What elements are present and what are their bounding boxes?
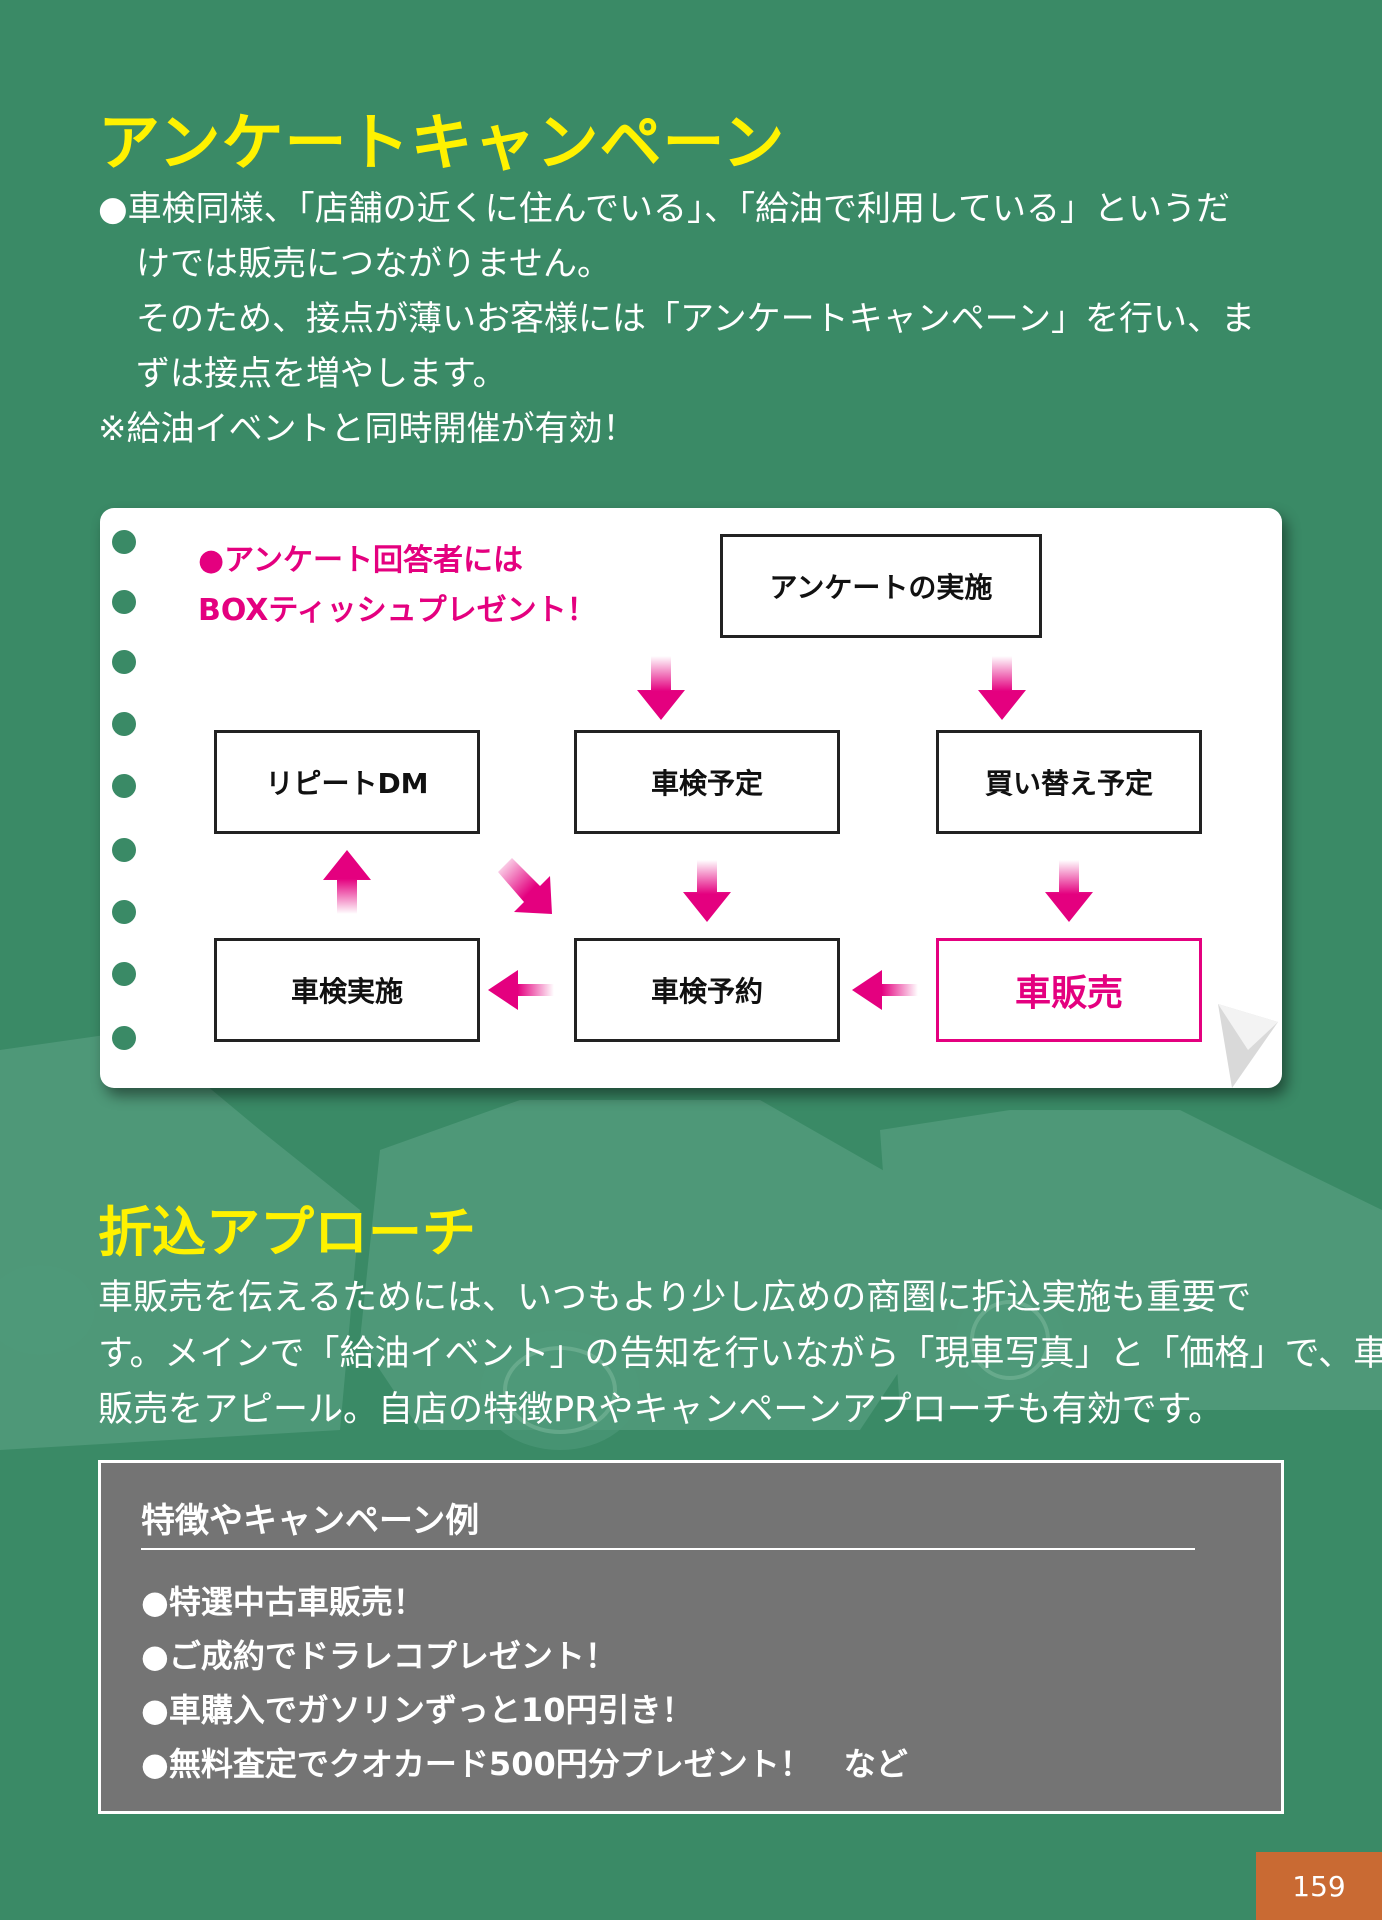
survey-campaign-description: ●車検同様、「店舗の近くに住んでいる」、「給油で利用している」というだ けでは販… xyxy=(98,182,1298,457)
flow-diagram-card: ●アンケート回答者には BOXティッシュプレゼント！ アンケートの実施 リピート… xyxy=(100,508,1282,1088)
section-title-flyer-approach: 折込アプローチ xyxy=(98,1201,476,1264)
campaign-examples-box: 特徴やキャンペーン例 ●特選中古車販売！ ●ご成約でドラレコプレゼント！ ●車購… xyxy=(98,1460,1284,1814)
description-line: ずは接点を増やします。 xyxy=(136,354,507,394)
promo-line: ●アンケート回答者には xyxy=(198,543,523,578)
examples-title: 特徴やキャンペーン例 xyxy=(141,1493,1195,1550)
notebook-holes xyxy=(112,530,136,1050)
arrow-diagonal-icon xyxy=(498,858,552,914)
description-note: ※給油イベントと同時開催が有効！ xyxy=(98,409,637,449)
description-line: 販売をアピール。自店の特徴PRやキャンペーンアプローチも有効です。 xyxy=(98,1390,1224,1430)
arrow-up-icon xyxy=(323,850,371,914)
flow-box-car-sales: 車販売 xyxy=(936,938,1202,1042)
description-line: 車販売を伝えるためには、いつもより少し広めの商圏に折込実施も重要で xyxy=(98,1278,1252,1318)
flyer-approach-description: 車販売を伝えるためには、いつもより少し広めの商圏に折込実施も重要で す。メインで… xyxy=(98,1270,1382,1438)
flow-box-repeat-dm: リピートDM xyxy=(214,730,480,834)
arrow-down-icon xyxy=(1045,860,1093,922)
page-number: 159 xyxy=(1256,1852,1382,1920)
arrow-left-icon xyxy=(852,970,918,1010)
arrow-down-icon xyxy=(683,860,731,922)
examples-list: ●特選中古車販売！ ●ご成約でドラレコプレゼント！ ●車購入でガソリンずっと10… xyxy=(141,1575,908,1791)
flow-box-inspection-plan: 車検予定 xyxy=(574,730,840,834)
flow-box-survey: アンケートの実施 xyxy=(720,534,1042,638)
flow-box-inspection-done: 車検実施 xyxy=(214,938,480,1042)
promo-text: ●アンケート回答者には BOXティッシュプレゼント！ xyxy=(198,536,597,636)
car-photo-background xyxy=(0,1030,1382,1450)
list-item: ●ご成約でドラレコプレゼント！ xyxy=(141,1637,617,1675)
flow-box-replacement-plan: 買い替え予定 xyxy=(936,730,1202,834)
description-line: す。メインで「給油イベント」の告知を行いながら「現車写真」と「価格」で、車 xyxy=(98,1334,1382,1374)
description-line: ●車検同様、「店舗の近くに住んでいる」、「給油で利用している」というだ xyxy=(98,189,1230,229)
arrow-down-icon xyxy=(978,656,1026,720)
description-line: けでは販売につながりません。 xyxy=(136,244,611,284)
list-item: ●車購入でガソリンずっと10円引き！ xyxy=(141,1691,694,1729)
promo-line: BOXティッシュプレゼント！ xyxy=(198,593,597,628)
arrow-down-icon xyxy=(637,656,685,720)
page-curl-corner xyxy=(1218,1004,1278,1088)
flow-arrows xyxy=(323,656,1093,1010)
description-line: そのため、接点が薄いお客様には「アンケートキャンペーン」を行い、ま xyxy=(136,299,1255,339)
list-item: ●特選中古車販売！ xyxy=(141,1583,425,1621)
section-title-survey-campaign: アンケートキャンペーン xyxy=(98,106,786,179)
flow-box-inspection-booking: 車検予約 xyxy=(574,938,840,1042)
arrow-left-icon xyxy=(488,970,554,1010)
list-item: ●無料査定でクオカード500円分プレゼント！ など xyxy=(141,1745,908,1783)
